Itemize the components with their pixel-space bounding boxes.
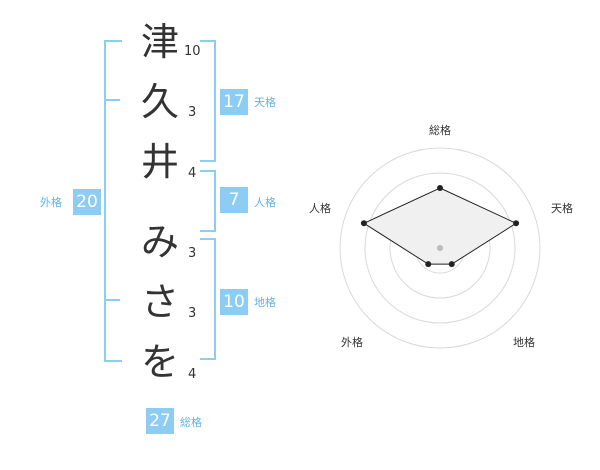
stroke-count-2: 3 bbox=[188, 105, 197, 120]
tenkaku-bracket bbox=[200, 40, 216, 162]
bracket-tick bbox=[104, 99, 120, 101]
name-char-5: さ bbox=[140, 280, 179, 324]
stroke-count-6: 4 bbox=[188, 367, 197, 382]
gaikaku-badge: 20 bbox=[73, 189, 101, 215]
name-char-6: を bbox=[140, 340, 179, 384]
radar-center bbox=[437, 245, 443, 251]
radar-ring bbox=[364, 172, 516, 324]
chikaku-badge: 10 bbox=[220, 289, 248, 315]
gaikaku-bracket bbox=[104, 40, 122, 362]
radar-point-2 bbox=[513, 220, 520, 227]
radar-axis-label-jinkaku: 人格 bbox=[309, 201, 331, 215]
name-char-2: 久 bbox=[140, 80, 179, 124]
name-char-4: み bbox=[140, 220, 179, 264]
jinkaku-badge: 7 bbox=[220, 187, 248, 213]
radar-axis-label-soukaku: 総格 bbox=[429, 123, 451, 137]
radar-point-4 bbox=[425, 261, 432, 268]
chikaku-bracket bbox=[200, 238, 216, 360]
radar-point-5 bbox=[360, 220, 367, 227]
gaikaku-label: 外格 bbox=[40, 196, 62, 209]
name-char-1: 津 bbox=[140, 20, 179, 64]
stroke-count-3: 4 bbox=[188, 166, 197, 181]
radar-point-3 bbox=[448, 261, 455, 268]
soukaku-badge: 27 bbox=[146, 408, 174, 434]
stroke-count-1: 10 bbox=[184, 44, 201, 59]
stroke-count-4: 3 bbox=[188, 246, 197, 261]
radar-axis-label-gaikaku: 外格 bbox=[341, 335, 363, 349]
tenkaku-badge: 17 bbox=[220, 89, 248, 115]
radar-axis-label-chikaku: 地格 bbox=[513, 335, 535, 349]
name-char-3: 井 bbox=[140, 140, 179, 184]
tenkaku-label: 天格 bbox=[254, 96, 276, 109]
stroke-count-5: 3 bbox=[188, 306, 197, 321]
radar-axis-label-tenkaku: 天格 bbox=[551, 201, 573, 215]
jinkaku-label: 人格 bbox=[254, 196, 276, 209]
radar-shape bbox=[362, 187, 518, 265]
chikaku-label: 地格 bbox=[254, 296, 276, 309]
soukaku-label: 総格 bbox=[180, 416, 202, 429]
radar-point-1 bbox=[437, 185, 443, 191]
jinkaku-bracket bbox=[200, 170, 216, 232]
radar-ring bbox=[339, 147, 541, 349]
bracket-tick bbox=[104, 299, 120, 301]
